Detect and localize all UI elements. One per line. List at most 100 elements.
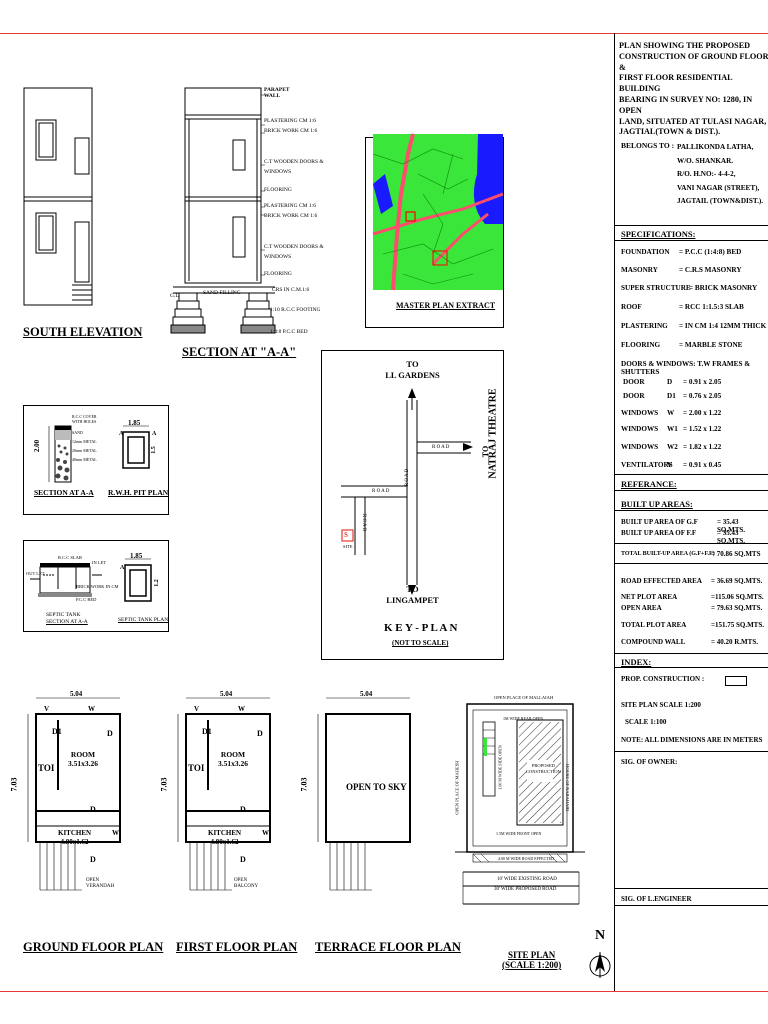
title-line: FIRST FLOOR RESIDENTIAL BUILDING <box>619 73 733 94</box>
total-value: = 70.86 SQ.MTS <box>711 550 761 558</box>
south-elevation-drawing <box>23 87 93 306</box>
ff-room: ROOM 3.51x3.26 <box>218 750 248 768</box>
spec-label: MASONRY <box>621 266 658 274</box>
site-proposed-text: PROPOSED <box>531 763 555 768</box>
door-value: = 0.91 x 0.45 <box>683 461 722 469</box>
septic-plan-a: A <box>120 565 125 571</box>
brick-label: BRICK WORK CM 1:6 <box>264 128 318 134</box>
site-side-label: 1.00 M WIDE SIDE OPEN <box>497 745 503 790</box>
ff-room-size: 3.51x3.26 <box>218 759 248 768</box>
sand-text: SAND <box>72 430 83 435</box>
open-to-sky-label: OPEN TO SKY <box>346 782 407 792</box>
metal-text: 20mm METAL <box>72 448 97 453</box>
spec-value: = IN CM 1:4 12MM THICK <box>679 322 767 330</box>
index-heading: INDEX: <box>621 657 652 667</box>
terrace-floor-drawing <box>317 697 411 891</box>
site-plan-scale: SITE PLAN SCALE 1:200 <box>621 701 701 709</box>
septic-section-title-line2: SECTION AT A-A <box>46 618 88 625</box>
divider <box>615 510 768 511</box>
gf-open-verandah: OPEN VERANDAH <box>86 878 115 889</box>
plot-label: OPEN AREA <box>621 604 662 612</box>
ff-w: W <box>238 705 245 713</box>
key-plan-right-destination: NATRAJ THEATRE <box>487 388 499 479</box>
plot-label: COMPOUND WALL <box>621 638 686 646</box>
gf-w: W <box>88 705 95 713</box>
area-value: = 35.43 SQ.MTS. <box>717 518 746 534</box>
metal-text: 12mm METAL <box>72 439 97 444</box>
plot-value: =151.75 SQ.MTS. <box>711 621 764 629</box>
septic-plan-height: 1.2 <box>153 579 160 587</box>
owner-line: VANI NAGAR (STREET), <box>677 183 760 192</box>
door-label: DOOR <box>623 392 645 400</box>
ground-floor-drawing <box>27 697 121 891</box>
key-top-to: TO <box>406 359 419 369</box>
septic-outlet: OUT LET <box>26 571 45 576</box>
title-line: PLAN SHOWING THE PROPOSED <box>619 41 751 50</box>
divider <box>615 543 768 544</box>
divider <box>615 240 768 241</box>
spec-value: = RCC 1:1.5:3 SLAB <box>679 303 744 311</box>
parapet-label: PARAPET WALL <box>264 87 290 99</box>
rwh-panel <box>23 405 169 515</box>
gf-v: V <box>44 705 50 713</box>
frame-bottom <box>0 991 768 992</box>
septic-plan-title: SEPTIC TANK PLAN <box>118 617 169 623</box>
key-site-marker: S <box>344 531 348 539</box>
divider <box>615 563 768 564</box>
prop-construction-swatch <box>725 676 747 686</box>
gf-d: D <box>107 729 113 738</box>
key-plan-panel <box>321 350 504 660</box>
septic-panel <box>23 540 169 632</box>
gf-d: D <box>90 805 96 814</box>
title-line: LAND, SITUATED AT TULASI NAGAR, <box>619 116 767 126</box>
rwh-plan-title: R.W.H. PIT PLAN <box>108 488 169 497</box>
door-code: W2 <box>667 443 678 451</box>
door-label: DOOR <box>623 378 645 386</box>
title-line: JAGTIAL(TOWN & DIST.). <box>619 127 721 137</box>
door-label: WINDOWS <box>621 443 659 451</box>
plaster-label: PLASTERING CM 1:6 <box>264 118 316 124</box>
belongs-label: BELONGS TO : <box>621 141 675 150</box>
frame-top <box>0 33 768 34</box>
rwh-plan-a: A <box>119 431 124 437</box>
divider <box>615 905 768 906</box>
area-value: = 35.43 SQ.MTS. <box>717 529 746 545</box>
door-code: D <box>667 378 673 386</box>
divider <box>615 888 768 889</box>
divider <box>615 490 768 491</box>
spec-value: = C.R.S MASONRY <box>679 266 742 274</box>
north-arrow-icon <box>589 952 611 978</box>
ff-open-balcony: OPEN BALCONY <box>234 878 259 889</box>
doors-label: C.T WOODEN DOORS & <box>264 159 324 165</box>
windows-label: WINDOWS <box>264 169 292 175</box>
site-left-label: OPEN PLACE OF MAHESH <box>454 760 460 815</box>
septic-pcc: P.C.C BED <box>76 597 97 602</box>
reference-heading: REFERANCE: <box>621 479 677 489</box>
gf-room-size: 3.51x3.26 <box>68 759 98 768</box>
flooring-label: FLOORING <box>264 187 292 193</box>
rcc-footing-label: 1:10 R.C.C FOOTING <box>270 307 321 313</box>
ff-height: 7.03 <box>159 777 169 792</box>
door-value: = 1.52 x 1.22 <box>683 425 722 433</box>
gf-room-label: ROOM <box>70 750 96 759</box>
first-floor-title: FIRST FLOOR PLAN <box>176 940 298 954</box>
plot-label: ROAD EFFECTED AREA <box>621 577 702 585</box>
with-holes-text: WITH HOLES <box>72 419 97 424</box>
scale-note: SCALE 1:100 <box>625 718 667 726</box>
site-existing-road: 10' WIDE EXISTING ROAD <box>497 877 557 882</box>
owner-signature: SIG. OF OWNER: <box>621 758 678 766</box>
key-road-label: R O A D <box>432 445 450 450</box>
ff-room-label: ROOM <box>220 750 246 759</box>
doors-label: C.T WOODEN DOORS & <box>264 244 324 250</box>
tf-height: 7.03 <box>299 777 309 792</box>
plot-value: = 36.69 SQ.MTS. <box>711 577 763 585</box>
tf-width: 5.04 <box>360 690 373 698</box>
spec-row: SUPER STRUCTURE <box>621 284 691 292</box>
key-bottom-to: TO <box>406 584 419 594</box>
key-plan-title: K E Y - P L A N <box>384 622 458 634</box>
gf-w: W <box>112 829 119 837</box>
master-plan-map <box>372 133 504 291</box>
gf-d: D <box>90 855 96 864</box>
terrace-floor-title: TERRACE FLOOR PLAN <box>315 940 461 954</box>
title-block: PLAN SHOWING THE PROPOSED CONSTRUCTION O… <box>614 33 768 991</box>
